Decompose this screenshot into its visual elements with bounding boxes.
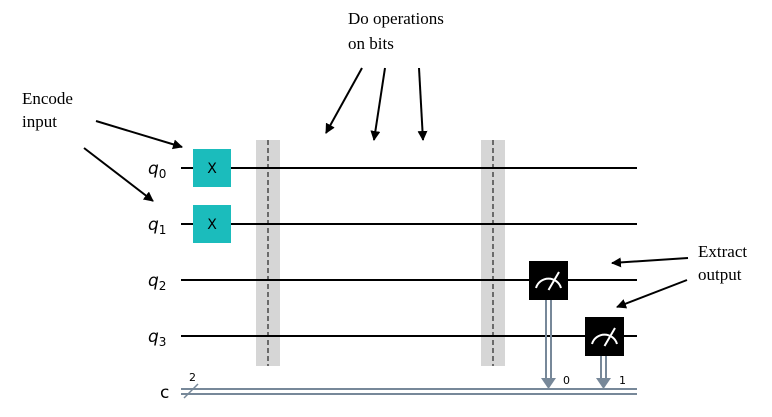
qubit-label-q3: q3 [148, 327, 166, 349]
measure-q2-box [529, 261, 568, 300]
x-gate-q1-box [193, 205, 231, 243]
annotation-extract-output: Extract output [698, 242, 747, 284]
classical-wire: 2 [181, 371, 637, 399]
annotation-arrows [83, 67, 689, 309]
meter-needle-icon [603, 327, 616, 347]
arrow-operations-2 [370, 67, 386, 141]
arrow-encode-q1 [83, 147, 154, 202]
qubit-label-q1: q1 [148, 215, 166, 237]
barriers [256, 140, 505, 366]
arrow-extract-q2 [611, 257, 689, 268]
arrow-operations-1 [325, 67, 363, 134]
register-width-label: 2 [189, 371, 196, 384]
measure-q2-bit-label: 0 [563, 374, 570, 387]
annotation-encode-line2: input [22, 112, 57, 131]
register-width-slash [183, 383, 199, 399]
qubit-label-q0: q0 [148, 159, 166, 181]
arrow-extract-q3 [616, 279, 688, 309]
x-gate-q0-label: X [207, 161, 217, 177]
measurement-q3: 1 [585, 317, 626, 389]
x-gate-q0-box [193, 149, 231, 187]
x-gate-q1: X [193, 205, 231, 243]
meter-icon [535, 277, 562, 289]
annotation-encode-input: Encode input [22, 89, 73, 131]
arrow-encode-q0 [95, 120, 183, 150]
qubit-wires [181, 167, 637, 337]
annotation-operations-line2: on bits [348, 34, 394, 53]
x-gate-q0: X [193, 149, 231, 187]
measure-q3-bit-label: 1 [619, 374, 626, 387]
annotation-encode-line1: Encode [22, 89, 73, 108]
annotation-operations-line1: Do operations [348, 9, 444, 28]
classical-register-label: c [160, 383, 169, 403]
x-gate-q1-label: X [207, 217, 217, 233]
annotation-do-operations: Do operations on bits [348, 9, 444, 53]
qubit-label-q2: q2 [148, 271, 166, 293]
qubit-labels: q0 q1 q2 q3 c [148, 159, 169, 403]
meter-icon [591, 333, 618, 345]
annotation-extract-line2: output [698, 265, 742, 284]
meter-needle-icon [547, 271, 560, 291]
arrow-operations-3 [417, 67, 428, 141]
annotation-extract-line1: Extract [698, 242, 747, 261]
measure-q2-arrowhead [541, 378, 556, 389]
measure-q3-box [585, 317, 624, 356]
measurement-q2: 0 [529, 261, 570, 389]
measure-q3-arrowhead [596, 378, 611, 389]
